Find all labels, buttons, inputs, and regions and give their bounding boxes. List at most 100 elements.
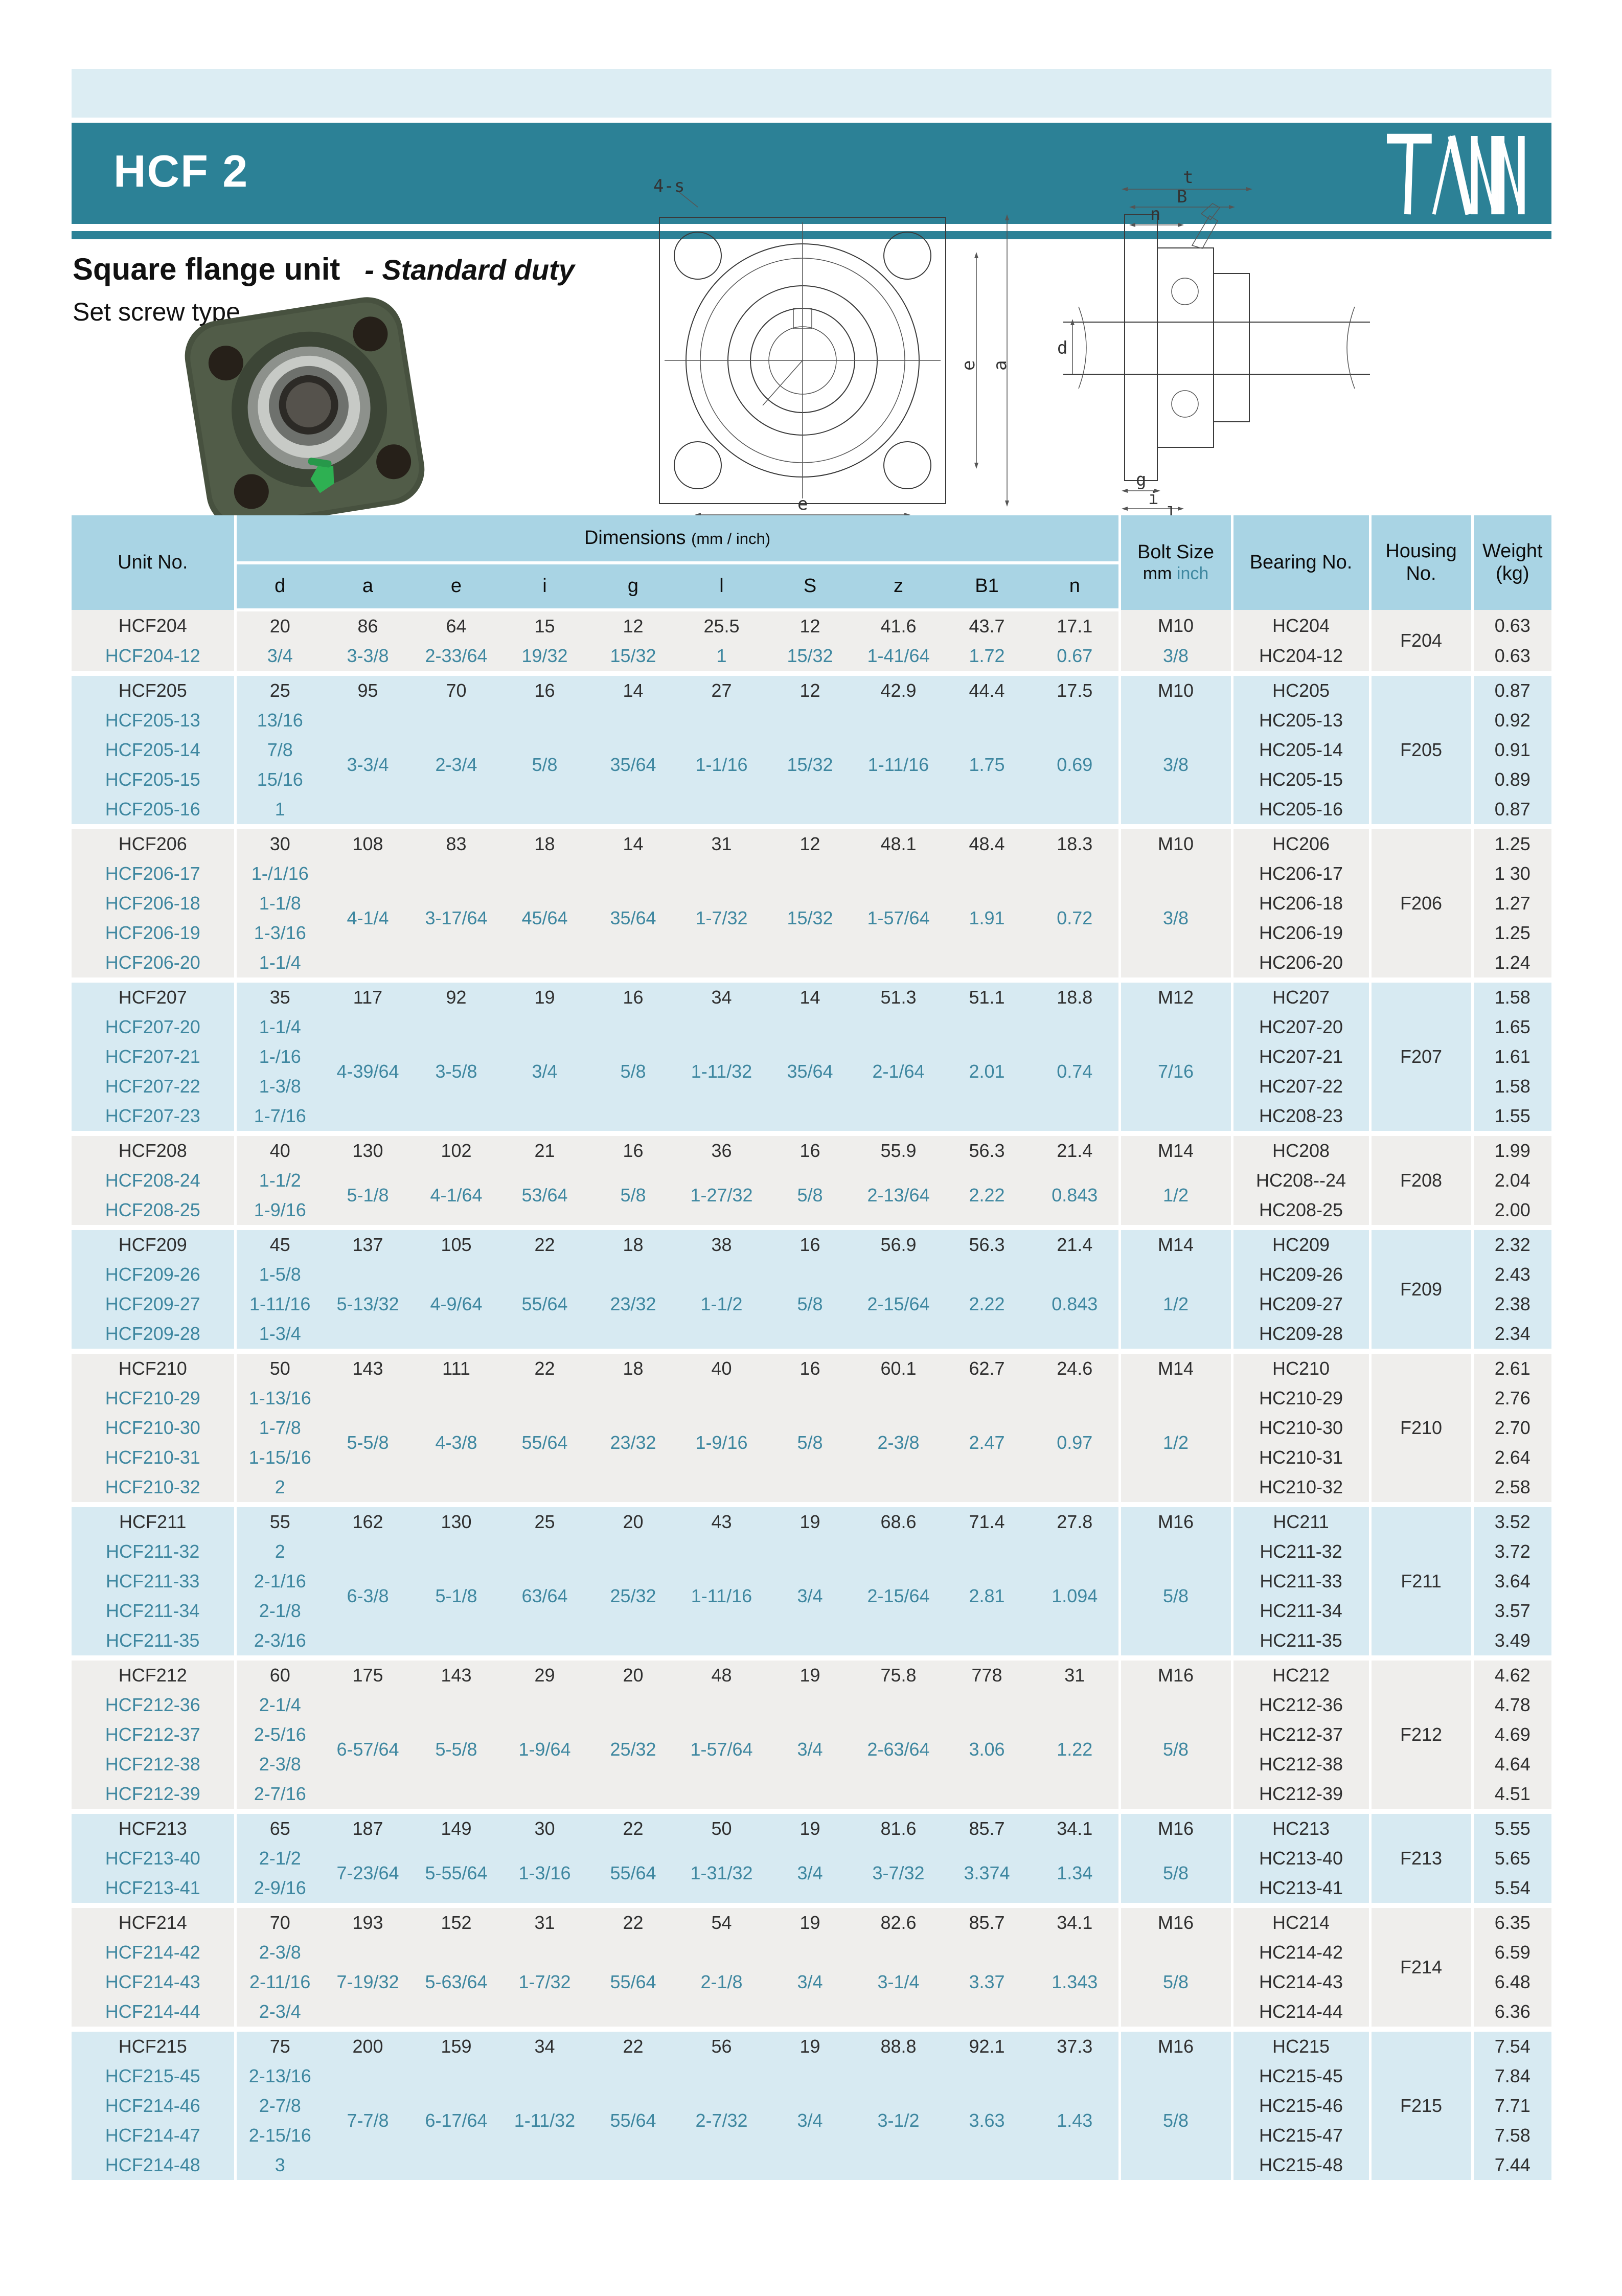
dim-value-d: 2-3/8 xyxy=(234,1749,324,1779)
dim-value: 152 xyxy=(412,1903,500,1938)
dim-value-inch: 1-27/32 xyxy=(677,1166,766,1227)
weight-kg: 0.89 xyxy=(1471,765,1552,794)
bolt-size-mm: M16 xyxy=(1118,1655,1232,1690)
col-header-weight: Weight (kg) xyxy=(1471,515,1552,610)
unit-no: HCF207-22 xyxy=(72,1072,235,1101)
weight-kg: 1.25 xyxy=(1471,918,1552,948)
weight-kg: 2.38 xyxy=(1471,1289,1552,1319)
weight-kg: 6.48 xyxy=(1471,1967,1552,1997)
dim-value: 56.3 xyxy=(943,1131,1031,1166)
dim-value: 130 xyxy=(412,1502,500,1537)
dim-value-d: 1-13/16 xyxy=(234,1383,324,1413)
unit-no: HCF205-15 xyxy=(72,765,235,794)
unit-no: HCF209 xyxy=(72,1225,235,1260)
weight-kg: 2.70 xyxy=(1471,1413,1552,1443)
weight-kg: 4.64 xyxy=(1471,1749,1552,1779)
dim-value: 38 xyxy=(677,1225,766,1260)
dim-value: 105 xyxy=(412,1225,500,1260)
bolt-size-mm: M14 xyxy=(1118,1131,1232,1166)
dim-value: 14 xyxy=(589,671,677,706)
col-header-dim-i: i xyxy=(500,563,589,611)
weight-kg: 2.61 xyxy=(1471,1349,1552,1383)
bearing-no: HC214-43 xyxy=(1230,1967,1370,1997)
dim-value: 21.4 xyxy=(1031,1225,1120,1260)
dim-value: 18 xyxy=(589,1349,677,1383)
dim-value-inch: 3/4 xyxy=(766,1844,854,1905)
spec-table: Unit No. Dimensions (mm / inch) Bolt Siz… xyxy=(72,515,1552,2180)
unit-no: HCF209-26 xyxy=(72,1260,235,1289)
dim-value-inch: 3-3/4 xyxy=(324,706,412,827)
unit-no: HCF213-40 xyxy=(72,1844,235,1873)
bearing-no: HC213-41 xyxy=(1230,1873,1370,1905)
dim-value-inch: 2.47 xyxy=(943,1383,1031,1505)
dim-value: 37.3 xyxy=(1031,2027,1120,2061)
dim-value-d: 2-15/16 xyxy=(234,2121,324,2150)
bearing-no: HC212-39 xyxy=(1230,1779,1370,1811)
unit-no: HCF205 xyxy=(72,671,235,706)
bearing-no: HC211 xyxy=(1230,1502,1370,1537)
side-dim-i: i xyxy=(1148,488,1158,509)
dim-value: 81.6 xyxy=(854,1809,943,1844)
unit-no: HCF204-12 xyxy=(72,641,235,673)
dim-value-inch: 5/8 xyxy=(766,1383,854,1505)
bolt-size-mm: M12 xyxy=(1118,977,1232,1012)
housing-no: F205 xyxy=(1368,671,1473,827)
dim-value: 43.7 xyxy=(943,610,1031,641)
dim-value-d: 2-1/4 xyxy=(234,1690,324,1720)
dim-value-inch: 1.91 xyxy=(943,859,1031,980)
col-header-dimensions: Dimensions (mm / inch) xyxy=(234,515,1120,564)
dim-value: 70 xyxy=(412,671,500,706)
bolt-size-mm: M16 xyxy=(1118,1809,1232,1844)
dim-value-inch: 2-1/64 xyxy=(854,1012,943,1133)
bearing-no: HC208 xyxy=(1230,1131,1370,1166)
dim-value-inch: 0.69 xyxy=(1031,706,1120,827)
dim-value: 48.4 xyxy=(943,824,1031,859)
dim-value: 34.1 xyxy=(1031,1809,1120,1844)
dim-value: 85.7 xyxy=(943,1903,1031,1938)
dim-value-inch: 5/8 xyxy=(766,1260,854,1351)
dim-value: 22 xyxy=(589,1809,677,1844)
dim-value: 60 xyxy=(234,1655,324,1690)
bolt-size-inch: 5/8 xyxy=(1118,1537,1232,1658)
unit-no: HCF206-18 xyxy=(72,889,235,918)
dim-value: 18 xyxy=(500,824,589,859)
dim-value-d: 1-9/16 xyxy=(234,1195,324,1227)
bolt-size-inch: 5/8 xyxy=(1118,1844,1232,1905)
dim-value-inch: 1.343 xyxy=(1031,1938,1120,2029)
dim-value: 16 xyxy=(766,1131,854,1166)
dim-value-inch: 35/64 xyxy=(589,859,677,980)
dim-value-d: 1-7/16 xyxy=(234,1101,324,1133)
dim-value: 27 xyxy=(677,671,766,706)
unit-no: HCF208-24 xyxy=(72,1166,235,1195)
unit-no: HCF214 xyxy=(72,1903,235,1938)
housing-no: F207 xyxy=(1368,977,1473,1133)
weight-kg: 5.54 xyxy=(1471,1873,1552,1905)
dim-value: 20 xyxy=(589,1655,677,1690)
bearing-no: HC208--24 xyxy=(1230,1166,1370,1195)
dim-value-inch: 3.374 xyxy=(943,1844,1031,1905)
dim-value-inch: 5/8 xyxy=(500,706,589,827)
bearing-no: HC212-36 xyxy=(1230,1690,1370,1720)
bearing-no: HC209-26 xyxy=(1230,1260,1370,1289)
unit-no: HCF206-19 xyxy=(72,918,235,948)
dim-value-d: 1-11/16 xyxy=(234,1289,324,1319)
bearing-no: HC214-44 xyxy=(1230,1997,1370,2029)
dim-value-inch: 3-1/2 xyxy=(854,2061,943,2180)
dim-value-inch: 1.75 xyxy=(943,706,1031,827)
bearing-no: HC211-33 xyxy=(1230,1566,1370,1596)
dim-value: 21 xyxy=(500,1131,589,1166)
unit-no: HCF207-23 xyxy=(72,1101,235,1133)
dim-value: 16 xyxy=(589,1131,677,1166)
bearing-no: HC211-32 xyxy=(1230,1537,1370,1566)
dim-value-inch: 4-39/64 xyxy=(324,1012,412,1133)
dim-value-inch: 7-23/64 xyxy=(324,1844,412,1905)
